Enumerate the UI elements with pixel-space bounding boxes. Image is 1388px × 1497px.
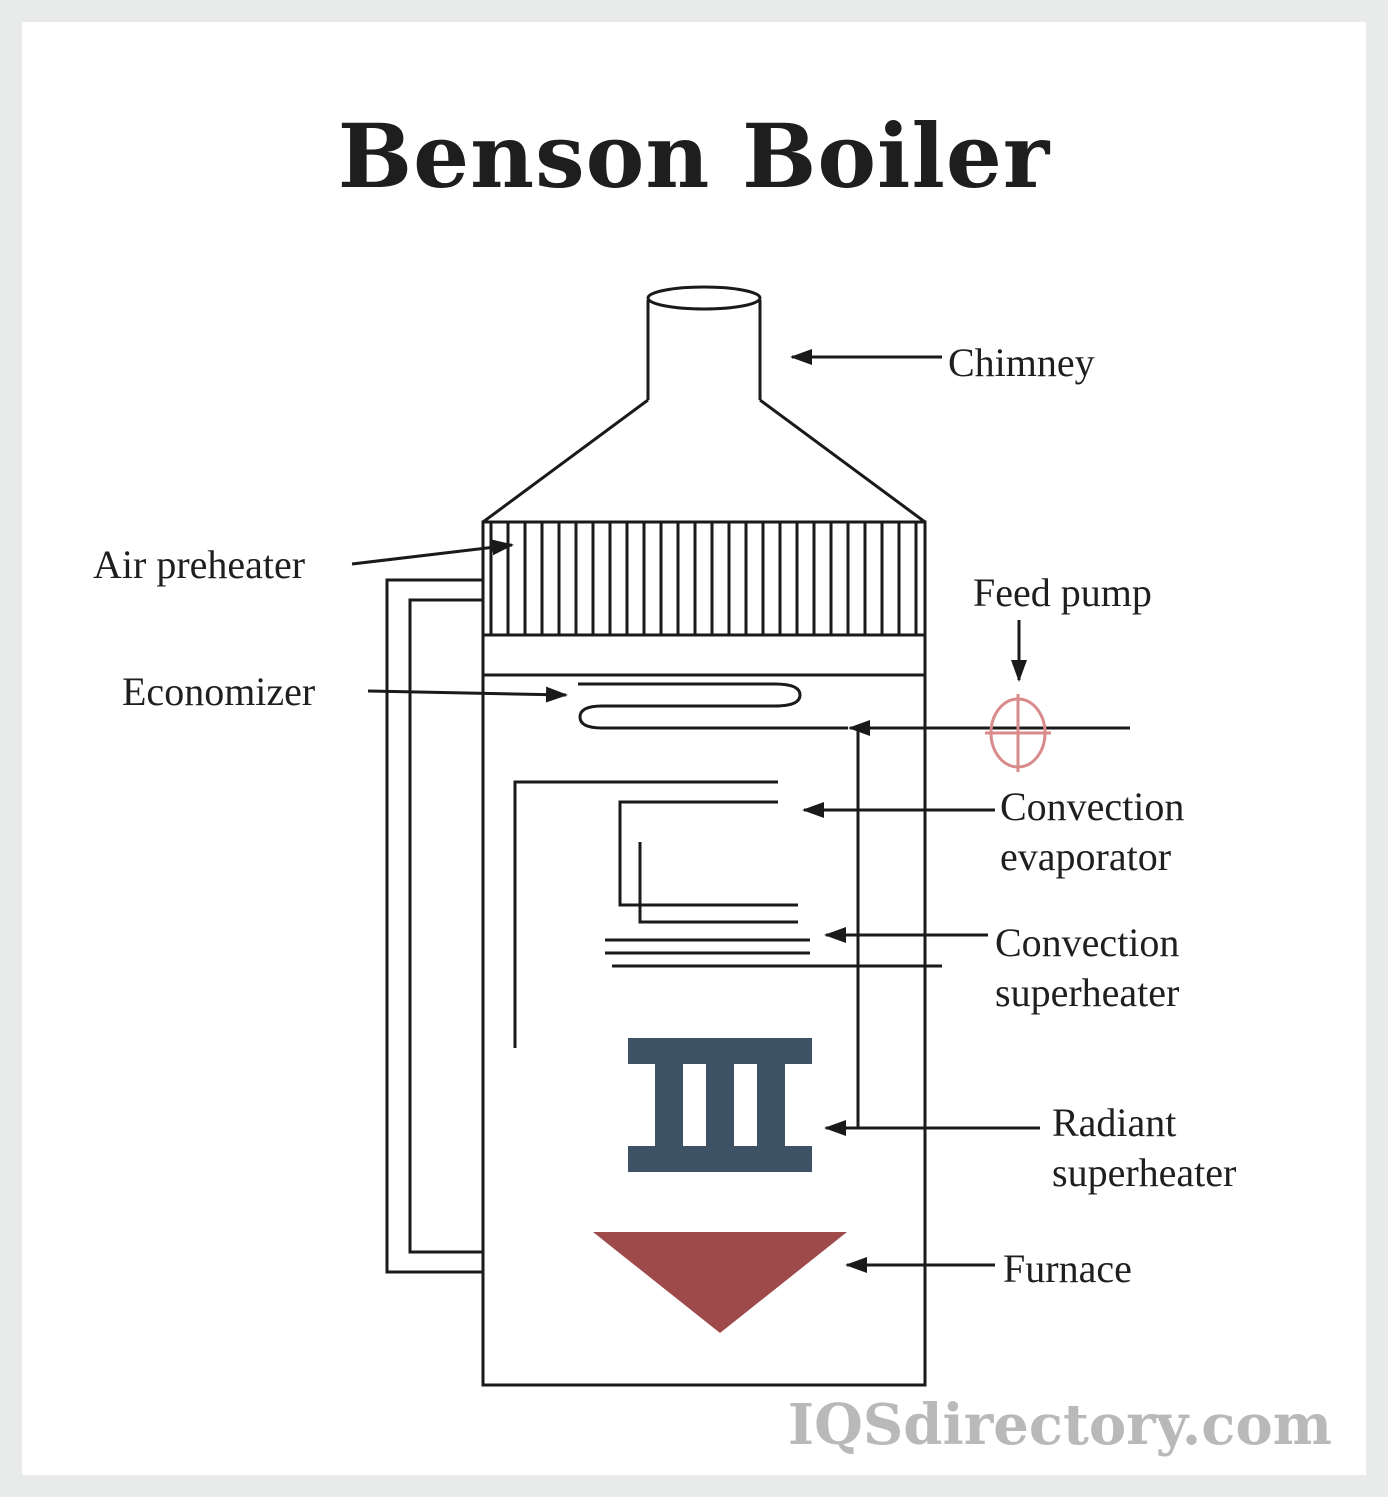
label-convection-superheater: Convection superheater [995,920,1180,1015]
label-feed-pump: Feed pump [973,570,1152,615]
label-arrows [351,349,1040,1273]
hood-shape [482,398,926,524]
chimney-shape [646,285,762,400]
air-preheater-hatch [481,520,927,637]
air-preheater-arrow [351,539,514,566]
label-economizer: Economizer [122,669,316,714]
feed-pump-symbol [985,694,1051,772]
label-radiant-superheater: Radiant superheater [1052,1100,1237,1195]
economizer-arrow [367,686,568,703]
page-title: Benson Boiler [337,104,1051,208]
furnace-shape [593,1232,847,1333]
convection-superheater-coil [605,938,942,968]
label-furnace: Furnace [1003,1246,1132,1291]
economizer-coil [578,682,848,730]
label-air-preheater: Air preheater [93,542,306,587]
label-chimney: Chimney [948,340,1095,385]
air-duct-shape [385,578,483,1274]
radiant-superheater-shape [628,1038,812,1172]
watermark: IQSdirectory.com [787,1392,1332,1458]
convection-evaporator-coil [513,780,798,1048]
label-convection-evaporator: Convection evaporator [1000,784,1185,879]
